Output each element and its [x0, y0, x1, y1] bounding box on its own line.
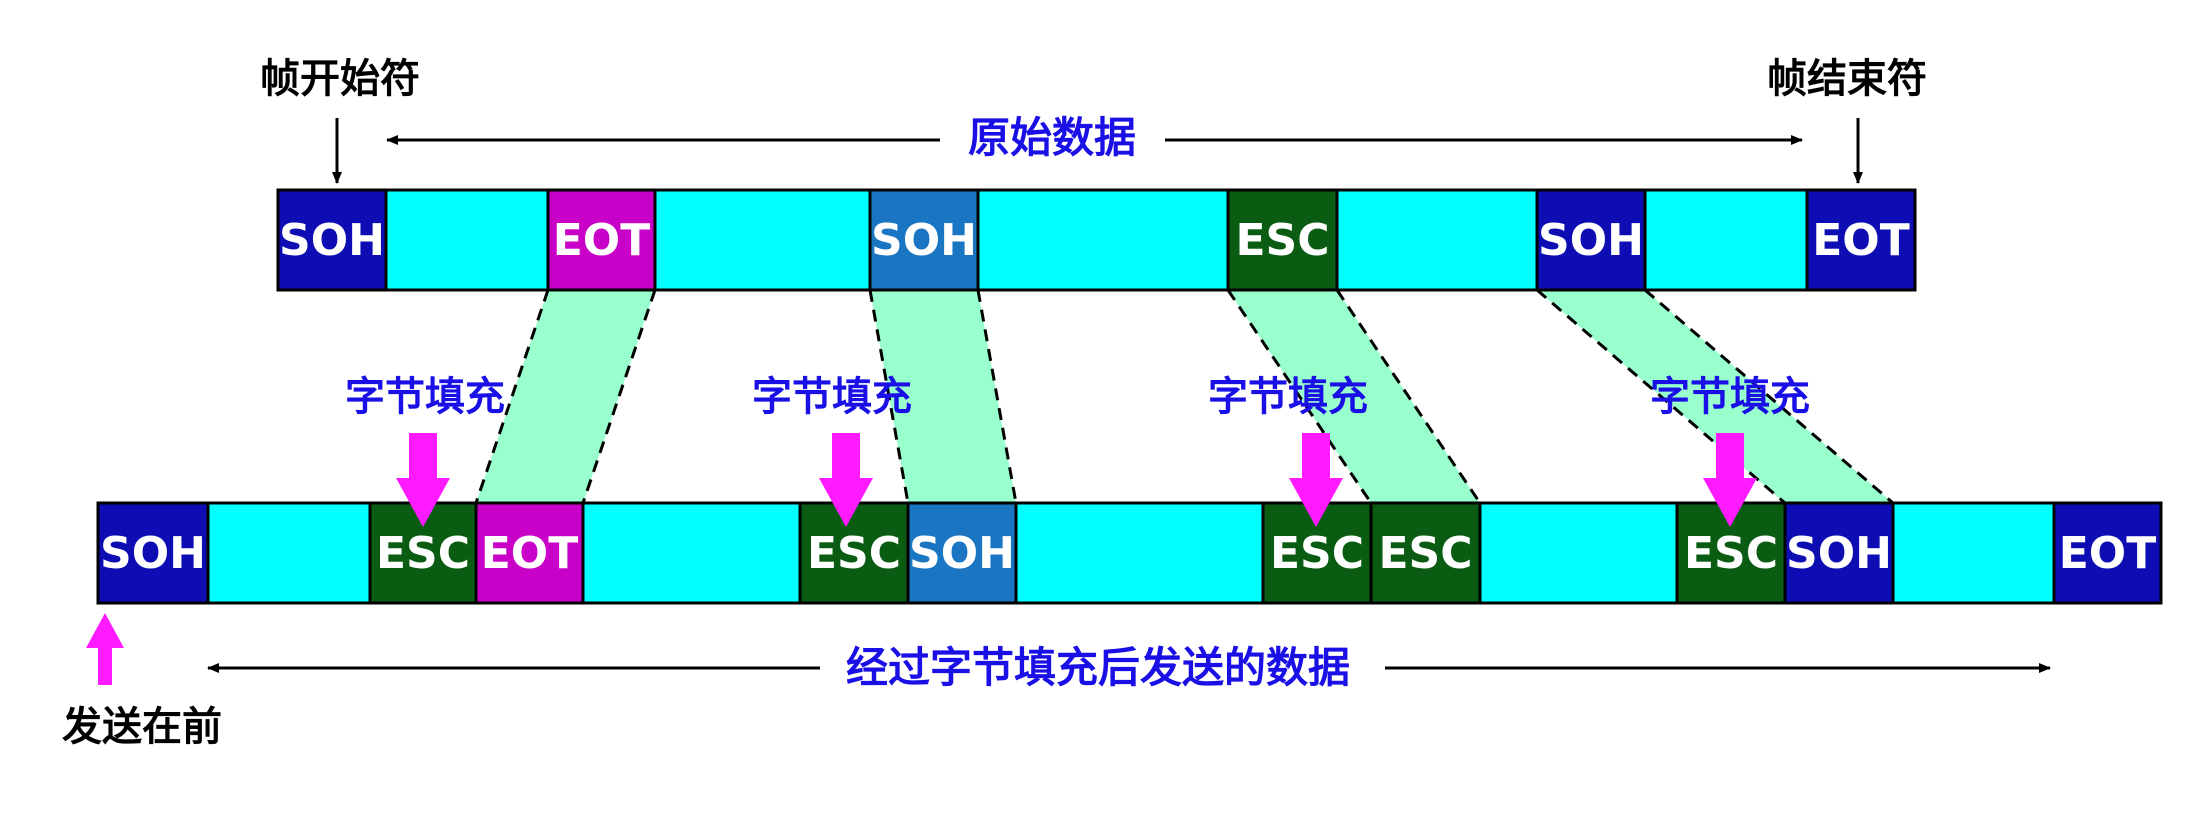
- frame-start-label: 帧开始符: [260, 56, 420, 102]
- top-cell-data: [1643, 188, 1809, 292]
- bottom-cell-data: [1014, 501, 1265, 605]
- mapping-dashed-line: [976, 289, 1018, 504]
- byte-stuffing-label: 字节填充: [345, 374, 505, 420]
- bottom-cell-soh: [1783, 501, 1895, 605]
- mapping-band: [476, 290, 655, 503]
- original-frame-row: SOH EOT SOH ESC SOH EOT: [276, 188, 1917, 292]
- top-cell-soh: [868, 188, 980, 292]
- bottom-cell-soh: [96, 501, 210, 605]
- top-cell-data: [384, 188, 550, 292]
- bottom-cell-data: [206, 501, 372, 605]
- top-cell-eot: [1805, 188, 1917, 292]
- mapping-dashed-line: [1226, 289, 1373, 504]
- mapping-dashed-line: [474, 289, 550, 504]
- byte-stuffing-label: 字节填充: [1208, 374, 1368, 420]
- top-cell-data: [976, 188, 1230, 292]
- mapping-bands: [474, 288, 1894, 505]
- bottom-cell-data: [1891, 501, 2056, 605]
- bottom-cell-data: [1478, 501, 1679, 605]
- stuffed-data-label: 经过字节填充后发送的数据: [846, 643, 1350, 692]
- bottom-cell-label: ESC: [1270, 528, 1364, 579]
- byte-stuffing-arrow: [396, 433, 450, 527]
- bottom-cell-label: ESC: [1378, 528, 1472, 579]
- top-cell-soh: [1535, 188, 1647, 292]
- frame-end-label: 帧结束符: [1767, 56, 1927, 102]
- top-cell-soh: [276, 188, 388, 292]
- bottom-cell-label: ESC: [376, 528, 470, 579]
- top-cell-data: [1335, 188, 1539, 292]
- byte-stuffing-label: 字节填充: [1650, 374, 1810, 420]
- mapping-band: [1228, 290, 1480, 503]
- top-cell-label: SOH: [871, 215, 977, 266]
- bottom-cell-label: SOH: [909, 528, 1015, 579]
- top-cell-label: SOH: [279, 215, 385, 266]
- bottom-cell-esc: [798, 501, 910, 605]
- bottom-cell-label: EOT: [2059, 528, 2156, 579]
- mapping-band: [870, 290, 1016, 503]
- bottom-cell-label: ESC: [1684, 528, 1778, 579]
- mapping-dashed-line: [868, 289, 910, 504]
- mapping-dashed-line: [581, 289, 657, 504]
- bottom-cell-soh: [906, 501, 1018, 605]
- mapping-dashed-line: [1335, 289, 1482, 504]
- byte-stuffing-arrow: [819, 433, 873, 527]
- bottom-cell-data: [581, 501, 802, 605]
- bottom-cell-label: SOH: [100, 528, 206, 579]
- top-cell-data: [653, 188, 872, 292]
- byte-stuffing-arrow: [1703, 433, 1757, 527]
- top-cell-esc: [1226, 188, 1339, 292]
- byte-stuffing-label: 字节填充: [752, 374, 912, 420]
- bottom-cell-eot: [2052, 501, 2163, 605]
- top-cell-label: EOT: [553, 215, 650, 266]
- mapping-dashed-line: [1536, 288, 1786, 505]
- top-cell-label: EOT: [1812, 215, 1909, 266]
- top-cell-label: SOH: [1538, 215, 1644, 266]
- sent-first-arrow: [86, 613, 124, 685]
- bottom-cell-label: SOH: [1786, 528, 1892, 579]
- sent-first-label: 发送在前: [62, 704, 222, 750]
- byte-stuffing-labels: 字节填充 字节填充 字节填充 字节填充: [345, 374, 1810, 527]
- mapping-dashed-line: [1644, 288, 1894, 505]
- mapping-band: [1537, 290, 1893, 503]
- bottom-cell-label: ESC: [807, 528, 901, 579]
- top-cell-label: ESC: [1235, 215, 1329, 266]
- bottom-cell-label: EOT: [481, 528, 578, 579]
- byte-stuffing-arrow: [1289, 433, 1343, 527]
- original-data-label: 原始数据: [968, 113, 1136, 162]
